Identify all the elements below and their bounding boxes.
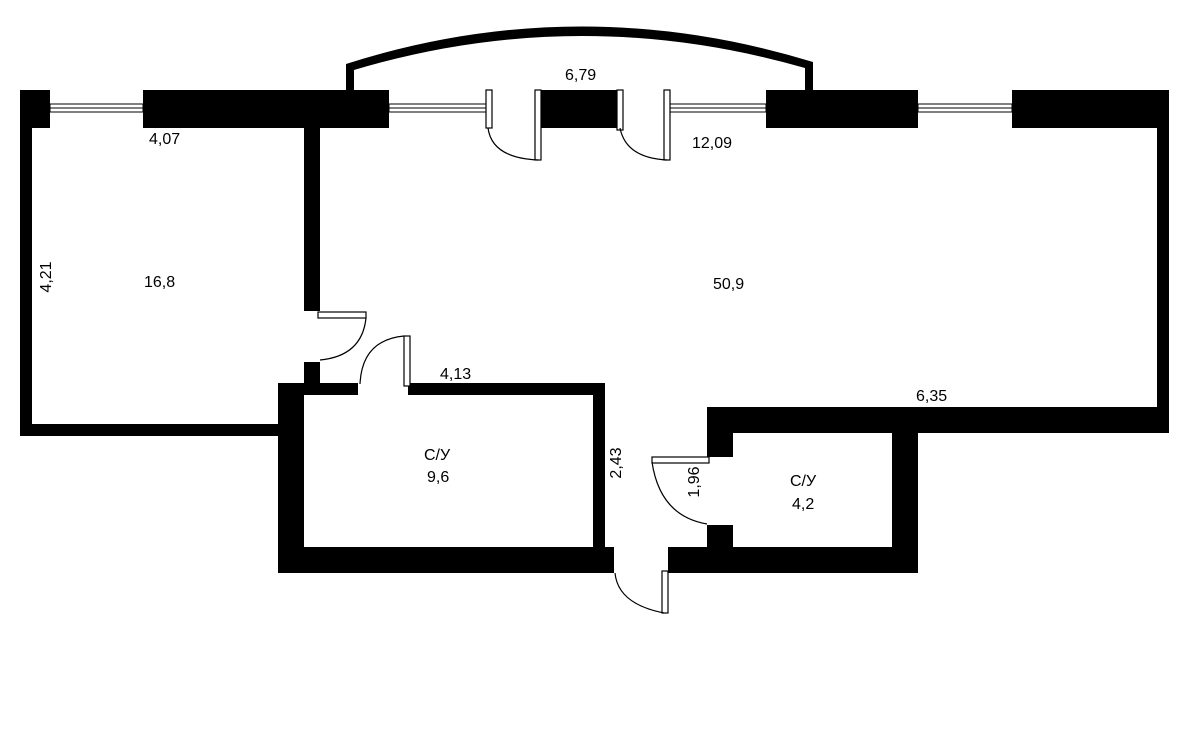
window-bay-left [388, 103, 487, 113]
door-bathroom-large [359, 335, 411, 387]
bathroom-large-walls [278, 383, 614, 573]
main-room-walls [668, 90, 1169, 573]
bathroom-large-name: С/У [424, 447, 451, 464]
balcony-door-right [616, 89, 671, 161]
dim-bay-width: 6,79 [565, 67, 596, 84]
bathroom-small-name: С/У [790, 473, 817, 490]
dim-bath-small-top: 6,35 [916, 388, 947, 405]
door-entrance [614, 570, 669, 614]
main-room-area: 50,9 [713, 276, 744, 293]
dim-bath-large-height: 2,43 [608, 447, 625, 478]
left-room-walls [20, 90, 320, 436]
bay-window-wall [346, 26, 813, 93]
dim-left-height: 4,21 [38, 261, 55, 292]
dim-left-width: 4,07 [149, 131, 180, 148]
door-bathroom-small [651, 456, 710, 525]
left-room-area: 16,8 [144, 274, 175, 291]
balcony-door-left [485, 89, 542, 161]
dim-bath-large-width: 4,13 [440, 366, 471, 383]
window-bay-right [669, 103, 767, 113]
top-wall [20, 90, 1169, 128]
bathroom-small-area: 4,2 [792, 496, 814, 513]
bathroom-large-area: 9,6 [427, 469, 449, 486]
dim-main-width: 12,09 [692, 135, 732, 152]
window-left [49, 103, 144, 113]
door-left-room [317, 311, 367, 361]
dim-bath-small-height: 1,96 [686, 466, 703, 497]
window-right [917, 103, 1013, 113]
